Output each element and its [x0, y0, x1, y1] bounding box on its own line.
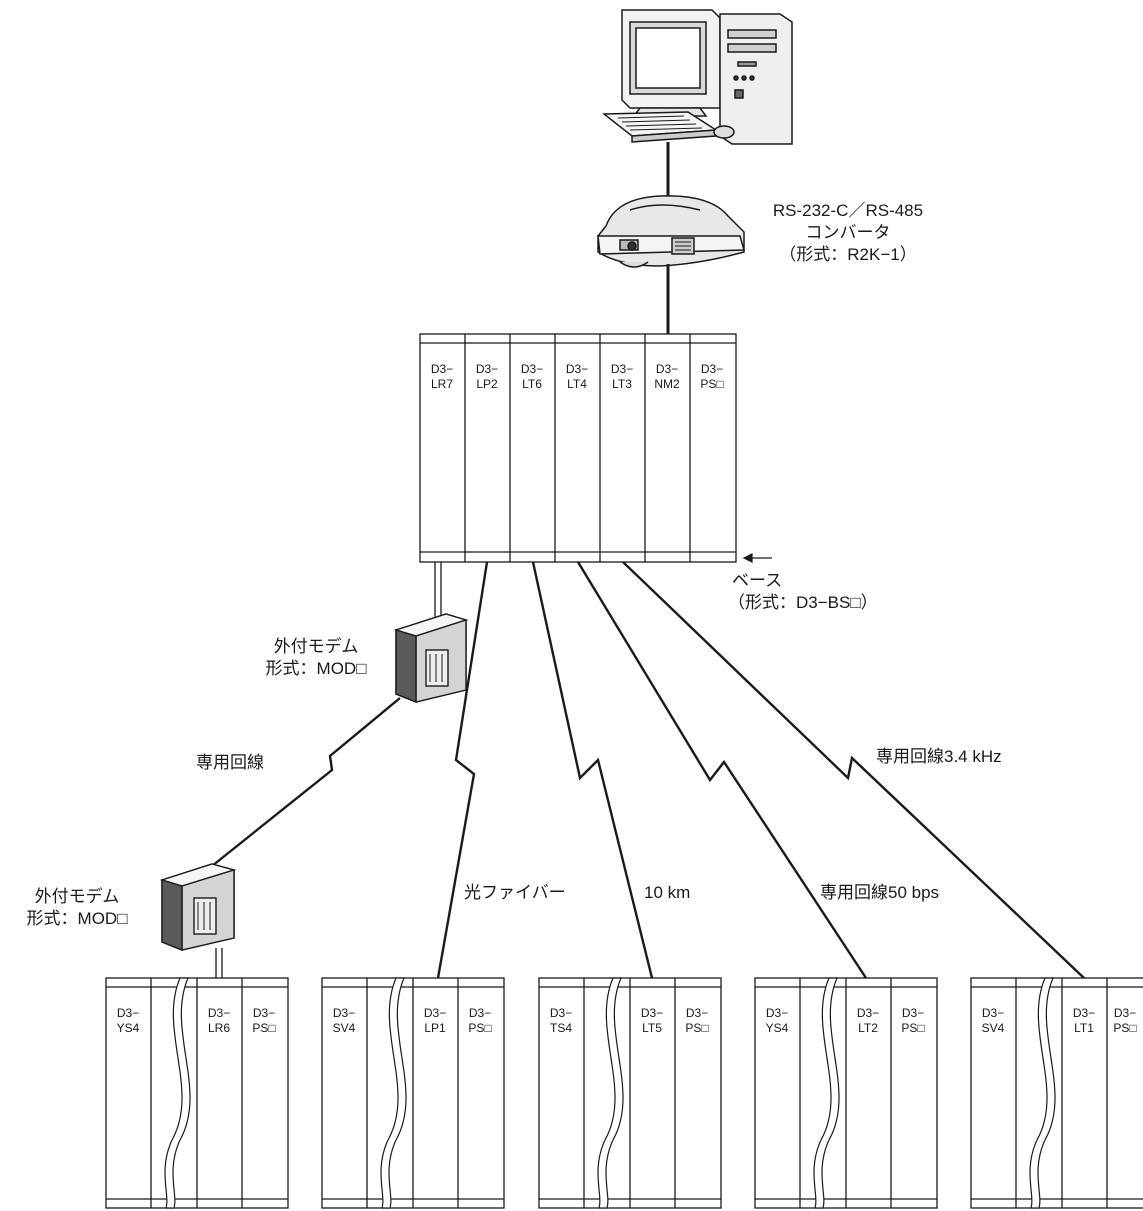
modem-bottom-label-line2: 形式：MOD□: [26, 909, 128, 928]
base-label-line1: ベース: [732, 571, 783, 590]
remote-4-module-4: D3− PS□: [901, 1006, 925, 1035]
remote-rack-2: [321, 977, 505, 1209]
remote-5-module-4: D3− PS□: [1113, 1006, 1137, 1035]
remote-rack-1: [105, 977, 289, 1209]
leased-50-line: [576, 561, 868, 979]
remote-4-module-3: D3− LT2: [856, 1006, 880, 1035]
modem-bottom-icon: [159, 863, 237, 952]
remote-1-module-1: D3− YS4: [116, 1006, 140, 1035]
converter-label-line1: RS-232-C／RS-485: [772, 201, 924, 220]
remote-2-module-1: D3− SV4: [332, 1006, 356, 1035]
distance-label: 10 km: [644, 883, 691, 902]
modem-rack-cable: [215, 948, 223, 982]
leased-line: [211, 697, 401, 867]
rack-break-2: [380, 977, 407, 1209]
main-module-5: D3− LT3: [610, 362, 634, 391]
optical-fiber-label: 光ファイバー: [464, 883, 566, 902]
modem-top-icon: [393, 613, 469, 704]
remote-1-module-3: D3− LR6: [207, 1006, 231, 1035]
remote-rack-4: [754, 977, 938, 1209]
leased-50-label: 専用回線50 bps: [820, 883, 940, 902]
rack-break-3: [597, 977, 624, 1209]
remote-4-module-1: D3− YS4: [765, 1006, 789, 1035]
leased-34-line: [622, 561, 1085, 979]
modem-drop-cable: [434, 562, 442, 622]
converter-label-line3: （形式：R2K−1）: [779, 245, 917, 264]
main-module-4: D3− LT4: [565, 362, 589, 391]
main-module-1: D3− LR7: [430, 362, 454, 391]
modem-top-label: 外付モデム 形式：MOD□: [246, 636, 386, 680]
remote-rack-5: [970, 977, 1143, 1209]
remote-5-module-1: D3− SV4: [981, 1006, 1005, 1035]
modem-top-label-line1: 外付モデム: [273, 637, 359, 656]
main-module-7: D3− PS□: [700, 362, 724, 391]
computer-icon: [601, 9, 793, 145]
remote-1-module-4: D3− PS□: [252, 1006, 276, 1035]
leased-34-label: 専用回線3.4 kHz: [876, 747, 1002, 766]
main-module-6: D3− NM2: [654, 362, 680, 391]
remote-rack-3: [538, 977, 722, 1209]
converter-label-line2: コンバータ: [805, 223, 891, 242]
remote-2-module-3: D3− LP1: [423, 1006, 447, 1035]
rack-break-5: [1029, 977, 1056, 1209]
remote-3-module-1: D3− TS4: [549, 1006, 573, 1035]
rack-break-4: [813, 977, 840, 1209]
main-module-3: D3− LT6: [520, 362, 544, 391]
modem-bottom-label: 外付モデム 形式：MOD□: [2, 886, 152, 930]
remote-2-module-4: D3− PS□: [468, 1006, 492, 1035]
base-label-line2: （形式：D3−BS□）: [728, 593, 878, 612]
converter-icon: [597, 195, 745, 268]
remote-3-module-4: D3− PS□: [685, 1006, 709, 1035]
remote-3-module-3: D3− LT5: [640, 1006, 664, 1035]
rack-break-1: [164, 977, 191, 1209]
leased-line-label: 専用回線: [196, 753, 264, 772]
modem-top-label-line2: 形式：MOD□: [265, 659, 367, 678]
main-rack: [419, 333, 737, 563]
converter-label: RS-232-C／RS-485 コンバータ （形式：R2K−1）: [748, 200, 948, 266]
distance-line: [531, 561, 654, 979]
optical-fiber-line: [436, 561, 489, 979]
base-label: ベース （形式：D3−BS□）: [728, 570, 878, 614]
base-arrow-icon: [742, 553, 772, 563]
modem-bottom-label-line1: 外付モデム: [34, 887, 120, 906]
remote-5-module-3: D3− LT1: [1072, 1006, 1096, 1035]
main-module-2: D3− LP2: [475, 362, 499, 391]
